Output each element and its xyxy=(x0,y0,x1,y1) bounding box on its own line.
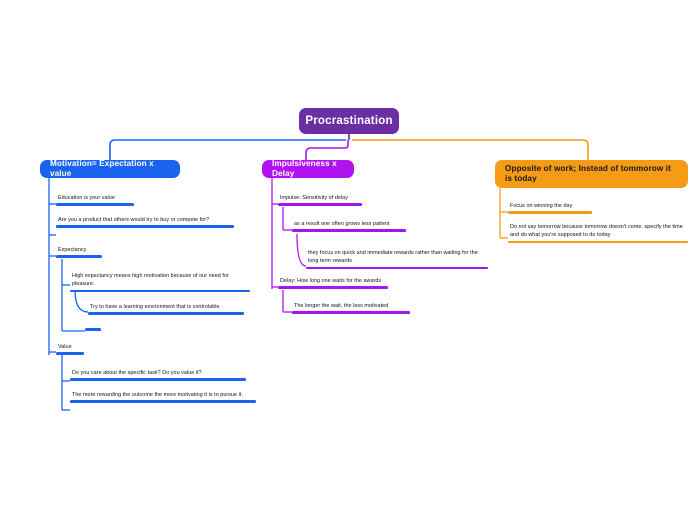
underline-bar xyxy=(56,255,102,258)
underline-bar xyxy=(292,311,410,314)
leaf-label: Delay: How long one waits for the awards xyxy=(280,278,382,284)
underline-bar xyxy=(292,229,406,232)
leaf-label: Impulse: Sensitivity of delay xyxy=(280,195,348,201)
leaf-label: Focus on winning the day xyxy=(510,203,573,209)
underline-bar xyxy=(56,352,84,355)
leaf-grows-less-patient[interactable]: as a result one often grows less paitent xyxy=(292,220,406,235)
underline-bar xyxy=(278,286,388,289)
underline-bar xyxy=(85,328,101,331)
underline-bar xyxy=(70,400,256,403)
root-node-label: Procrastination xyxy=(305,114,393,127)
leaf-value[interactable]: Value xyxy=(56,343,84,358)
root-node-procrastination[interactable]: Procrastination xyxy=(299,108,399,134)
underline-bar xyxy=(56,203,134,206)
leaf-do-not-say-tomorrow[interactable]: Do not say tomorrow because tomorrow doe… xyxy=(508,223,688,246)
branch-node-opposite-of-work[interactable]: Opposite of work; Instead of tommorow it… xyxy=(495,160,688,188)
underline-bar xyxy=(56,225,234,228)
leaf-label: Try to have a learning environment that … xyxy=(90,304,220,310)
leaf-high-expectancy[interactable]: High expectancy means high motivation be… xyxy=(70,272,250,295)
leaf-label: Value xyxy=(58,344,72,350)
branch-node-motivation-label: Motivation= Expectation x value xyxy=(50,158,154,178)
underline-bar xyxy=(70,289,250,293)
leaf-longer-the-wait[interactable]: The longer the wait, the less motivated xyxy=(292,302,410,317)
leaf-label: Are you a product that others would try … xyxy=(58,217,210,223)
leaf-label: The longer the wait, the less motivated xyxy=(294,303,389,309)
leaf-label: Do not say tomorrow because tomorrow doe… xyxy=(510,224,683,239)
leaf-learning-environment[interactable]: Try to have a learning environment that … xyxy=(88,303,244,318)
leaf-more-rewarding[interactable]: The more rewarding the outcome the more … xyxy=(70,391,256,406)
leaf-label: Expectancy xyxy=(58,247,87,253)
underline-bar xyxy=(306,266,488,270)
leaf-expectancy[interactable]: Expectancy xyxy=(56,246,102,261)
leaf-impulse-sensitivity[interactable]: Impulse: Sensitivity of delay xyxy=(278,194,362,209)
leaf-do-you-care[interactable]: Do you care about the specific task? Do … xyxy=(70,369,246,384)
leaf-quick-immediate-rewards[interactable]: they focus on quick and immediate reward… xyxy=(306,249,488,272)
underline-bar xyxy=(508,211,592,214)
leaf-label: they focus on quick and immediate reward… xyxy=(308,250,478,265)
leaf-empty-expectancy[interactable] xyxy=(85,327,101,334)
branch-node-impulsiveness-label: Impulsiveness x Delay xyxy=(272,158,337,178)
leaf-education-is-your-value[interactable]: Education is your value xyxy=(56,194,134,209)
leaf-delay-how-long[interactable]: Delay: How long one waits for the awards xyxy=(278,277,388,292)
leaf-are-you-a-product[interactable]: Are you a product that others would try … xyxy=(56,216,234,231)
leaf-focus-on-winning-the-day[interactable]: Focus on winning the day xyxy=(508,202,592,217)
leaf-label: as a result one often grows less paitent xyxy=(294,221,390,227)
branch-node-impulsiveness[interactable]: Impulsiveness x Delay xyxy=(262,158,354,178)
leaf-label: The more rewarding the outcome the more … xyxy=(72,392,243,398)
leaf-label: High expectancy means high motivation be… xyxy=(72,273,229,288)
underline-bar xyxy=(278,203,362,206)
branch-node-motivation[interactable]: Motivation= Expectation x value xyxy=(40,158,180,178)
branch-node-opposite-label: Opposite of work; Instead of tommorow it… xyxy=(505,163,671,183)
leaf-label: Do you care about the specific task? Do … xyxy=(72,370,202,376)
underline-bar xyxy=(70,378,246,381)
leaf-label: Education is your value xyxy=(58,195,115,201)
underline-bar xyxy=(88,312,244,315)
underline-bar xyxy=(508,240,688,244)
